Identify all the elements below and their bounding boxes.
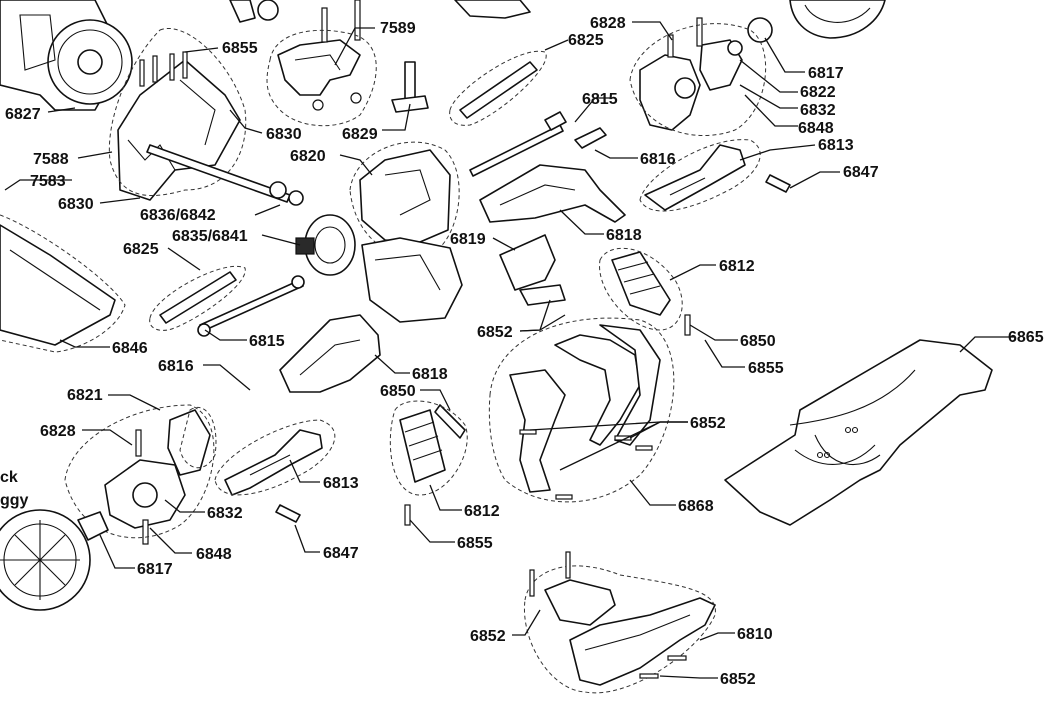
chassis-bracket-6819 xyxy=(499,234,566,306)
label-6827: 6827 xyxy=(5,106,41,123)
label-6848-top: 6848 xyxy=(798,120,834,137)
label-6855-top: 6855 xyxy=(222,40,258,57)
shock-6812-left xyxy=(389,400,468,526)
upper-link-6813-left xyxy=(214,419,336,523)
label-6847-left: 6847 xyxy=(323,545,359,562)
label-6850-left: 6850 xyxy=(380,383,416,400)
label-6830-a: 6830 xyxy=(266,126,302,143)
chassis-fragment-left xyxy=(0,214,126,353)
screws-6855-top xyxy=(139,51,188,87)
part-labels: 7589 6855 6828 6825 6817 6822 6832 6848 … xyxy=(0,15,1044,688)
label-6815-left: 6815 xyxy=(249,333,285,350)
label-6816-top: 6816 xyxy=(640,151,676,168)
label-6832-left: 6832 xyxy=(207,505,243,522)
label-7588: 7588 xyxy=(33,151,69,168)
label-6852-b: 6852 xyxy=(690,415,726,432)
cropped-text-line-1: ck xyxy=(0,469,18,486)
wheel-left xyxy=(0,509,109,611)
label-6850-top: 6850 xyxy=(740,333,776,350)
label-6812-top: 6812 xyxy=(719,258,755,275)
turnbuckle-top xyxy=(449,50,547,126)
label-6812-left: 6812 xyxy=(464,503,500,520)
label-6852-d: 6852 xyxy=(720,671,756,688)
top-part-fragment xyxy=(229,0,531,23)
hub-carrier-left xyxy=(64,404,217,545)
label-7583: 7583 xyxy=(30,173,66,190)
label-6830-b: 6830 xyxy=(58,196,94,213)
shock-tower xyxy=(488,317,675,503)
label-6819: 6819 xyxy=(450,231,486,248)
wheel-top-right xyxy=(789,0,886,39)
body-post-mount xyxy=(266,0,377,127)
label-6813-top: 6813 xyxy=(818,137,854,154)
label-6815-top: 6815 xyxy=(582,91,618,108)
label-6828-left: 6828 xyxy=(40,423,76,440)
label-6818-left: 6818 xyxy=(412,366,448,383)
label-6820: 6820 xyxy=(290,148,326,165)
label-6865: 6865 xyxy=(1008,329,1044,346)
label-6822: 6822 xyxy=(800,84,836,101)
label-6852-a: 6852 xyxy=(477,324,513,341)
label-6817-left: 6817 xyxy=(137,561,173,578)
cropped-text-line-2: ggy xyxy=(0,492,29,509)
label-6816-left: 6816 xyxy=(158,358,194,375)
label-6810: 6810 xyxy=(737,626,773,643)
label-6832-top: 6832 xyxy=(800,102,836,119)
front-bumper xyxy=(523,551,716,694)
label-6855-mid: 6855 xyxy=(748,360,784,377)
label-6868: 6868 xyxy=(678,498,714,515)
gear-cover-assembly xyxy=(0,0,247,201)
label-6821: 6821 xyxy=(67,387,103,404)
label-6852-c: 6852 xyxy=(470,628,506,645)
drive-shafts xyxy=(146,111,567,337)
center-gearbox xyxy=(295,141,463,323)
label-6847-top: 6847 xyxy=(843,164,879,181)
label-6828-top: 6828 xyxy=(590,15,626,32)
label-6835-6841: 6835/6841 xyxy=(172,228,248,245)
label-6846: 6846 xyxy=(112,340,148,357)
turnbuckle-left xyxy=(149,265,246,331)
label-6825-top: 6825 xyxy=(568,32,604,49)
lower-arm-6818-left xyxy=(279,314,381,393)
label-6818-top: 6818 xyxy=(606,227,642,244)
label-6855-bot: 6855 xyxy=(457,535,493,552)
upper-link-6813-top xyxy=(639,139,791,212)
leader-lines xyxy=(4,21,1015,679)
label-6825-left: 6825 xyxy=(123,241,159,258)
rear-wing xyxy=(724,339,993,526)
label-7589: 7589 xyxy=(380,20,416,37)
label-6817-top: 6817 xyxy=(808,65,844,82)
label-6829: 6829 xyxy=(342,126,378,143)
hub-carrier-top xyxy=(629,17,773,137)
label-6848-left: 6848 xyxy=(196,546,232,563)
label-6813-left: 6813 xyxy=(323,475,359,492)
label-6836-6842: 6836/6842 xyxy=(140,207,216,224)
upper-arm-right xyxy=(479,127,626,223)
